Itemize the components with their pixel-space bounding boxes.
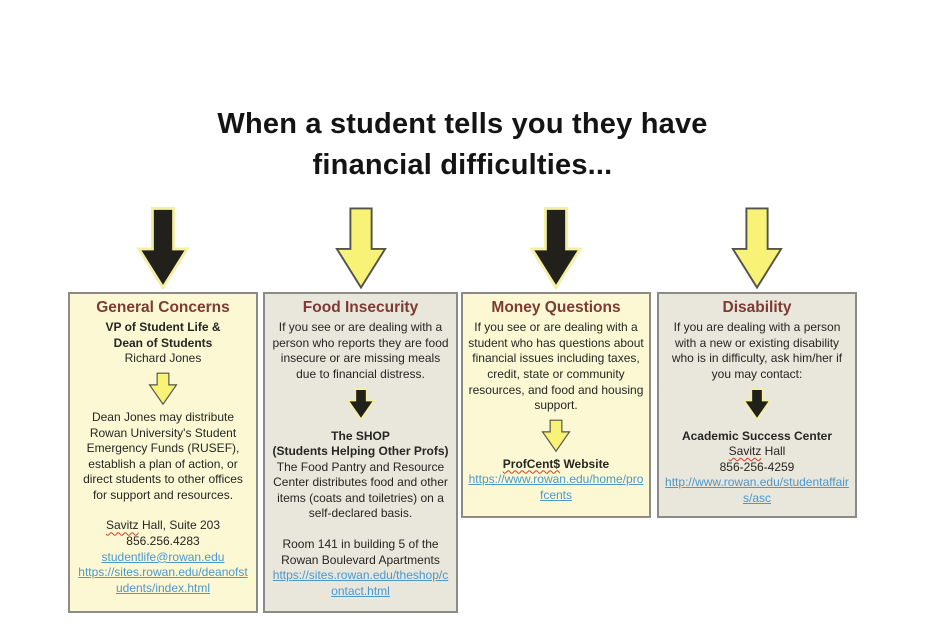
org-name-line: ProfCent$ Website <box>468 457 644 473</box>
card-header: Disability <box>722 299 792 316</box>
card-disability: Disability If you are dealing with a per… <box>657 292 857 518</box>
card-body: The Food Pantry and Resource Center dist… <box>273 459 448 521</box>
org-subname: (Students Helping Other Profs) <box>272 444 449 459</box>
academic-success-center-link[interactable]: http://www.rowan.edu/studentaffairs/asc <box>665 475 849 505</box>
phone-number: 856-256-4259 <box>719 459 795 474</box>
card-intro: If you see or are dealing with a person … <box>272 320 449 381</box>
top-arrow-food-insecurity <box>263 206 458 290</box>
org-rest: Website <box>560 456 610 471</box>
spacer <box>75 503 251 518</box>
contact-name: Richard Jones <box>124 351 202 366</box>
title-line-2: financial difficulties... <box>312 149 613 182</box>
card-subhead: VP of Student Life & <box>105 320 221 335</box>
hall-line: Savitz Hall <box>664 444 850 460</box>
top-arrow-general-concerns <box>68 206 258 290</box>
org-word: ProfCent$ <box>502 456 561 471</box>
card-header: General Concerns <box>96 299 230 316</box>
dean-of-students-link[interactable]: https://sites.rowan.edu/deanofstudents/i… <box>78 565 248 595</box>
spacer <box>270 522 451 537</box>
page-title: When a student tells you they have finan… <box>0 104 925 186</box>
profcents-link[interactable]: https://www.rowan.edu/home/profcents <box>468 472 644 502</box>
location-line: Room 141 in building 5 of the Rowan Boul… <box>281 537 440 567</box>
address-line: Savitz Hall, Suite 203 <box>75 518 251 534</box>
address-word: Savitz <box>105 518 139 533</box>
address-rest: Hall, Suite 203 <box>138 518 221 533</box>
phone-number: 856.256.4283 <box>126 534 200 549</box>
down-arrow-icon <box>148 372 178 406</box>
down-arrow-icon <box>345 387 376 421</box>
card-money-questions: Money Questions If you see or are dealin… <box>461 292 651 518</box>
down-arrow-icon <box>334 207 387 290</box>
down-arrow-icon <box>136 207 190 290</box>
down-arrow-icon <box>541 419 571 452</box>
down-arrow-icon <box>731 207 783 290</box>
title-line-1: When a student tells you they have <box>217 108 708 140</box>
card-food-insecurity: Food Insecurity If you see or are dealin… <box>263 292 458 613</box>
card-header: Money Questions <box>491 299 621 316</box>
hall-word: Savitz <box>728 444 762 459</box>
theshop-contact-link[interactable]: https://sites.rowan.edu/theshop/contact.… <box>272 568 449 598</box>
down-arrow-icon <box>529 207 583 290</box>
down-arrow-icon <box>742 387 772 421</box>
studentlife-email-link[interactable]: studentlife@rowan.edu <box>101 549 225 564</box>
card-intro: If you see or are dealing with a student… <box>468 320 644 413</box>
card-general-concerns: General Concerns VP of Student Life & De… <box>68 292 258 613</box>
card-body: Dean Jones may distribute Rowan Universi… <box>83 409 243 502</box>
card-subhead: Dean of Students <box>113 335 213 350</box>
top-arrow-disability <box>657 206 857 290</box>
org-name: The SHOP <box>331 428 390 443</box>
card-header: Food Insecurity <box>302 299 419 316</box>
card-intro: If you are dealing with a person with a … <box>671 320 843 381</box>
hall-rest: Hall <box>761 444 786 459</box>
top-arrow-money-questions <box>461 206 651 290</box>
org-name: Academic Success Center <box>681 428 833 443</box>
